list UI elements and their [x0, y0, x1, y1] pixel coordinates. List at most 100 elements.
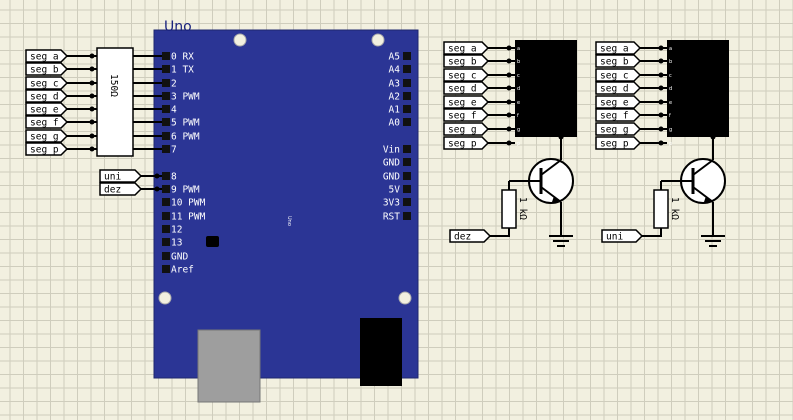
npn-transistor[interactable]: [680, 158, 726, 204]
board-pin-right[interactable]: A3: [389, 79, 411, 90]
net-label-disp2-seg_b[interactable]: seg_b: [595, 54, 642, 68]
arduino-uno-board[interactable]: Uno: [153, 29, 419, 403]
net-label-left-seg_p[interactable]: seg_p: [25, 142, 69, 156]
mount-hole: [158, 291, 172, 305]
net-label-left-seg_a[interactable]: seg_a: [25, 49, 69, 63]
net-label-disp2-seg_e[interactable]: seg_e: [595, 95, 642, 109]
net-label-left-seg_d[interactable]: seg_d: [25, 89, 69, 103]
net-label-disp2-seg_c[interactable]: seg_c: [595, 68, 642, 82]
board-pin-left[interactable]: 9 PWM: [162, 185, 200, 196]
net-label-uni[interactable]: uni: [99, 169, 143, 183]
net-label-text: seg_g: [30, 132, 59, 143]
board-pin-right[interactable]: A0: [389, 118, 411, 129]
base-resistor[interactable]: 1 kΩ: [653, 189, 680, 229]
board-pin-right[interactable]: RST: [383, 212, 411, 223]
board-pin-label: 11 PWM: [171, 212, 206, 223]
net-label-disp1-seg_d[interactable]: seg_d: [443, 81, 490, 95]
net-label-left-seg_f[interactable]: seg_f: [25, 115, 69, 129]
resistor-array[interactable]: 150Ω: [96, 47, 134, 157]
board-pin-label: 8: [171, 172, 177, 183]
board-pin-left[interactable]: Aref: [162, 265, 194, 276]
junction-dot: [506, 85, 512, 91]
board-pin-label: A0: [389, 118, 401, 129]
board-pin-left[interactable]: 6 PWM: [162, 132, 200, 143]
net-label-text: seg_f: [600, 111, 629, 122]
junction-dot: [154, 173, 160, 179]
board-pin-label: 2: [171, 79, 177, 90]
board-pin-left[interactable]: 1 TX: [162, 65, 194, 76]
net-label-disp1-seg_b[interactable]: seg_b: [443, 54, 490, 68]
board-pin-left[interactable]: 13: [162, 238, 182, 249]
base-resistor-label: 1 kΩ: [517, 197, 528, 220]
board-pin-left[interactable]: 5 PWM: [162, 118, 200, 129]
npn-transistor[interactable]: [528, 158, 574, 204]
board-pin-label: GND: [171, 252, 188, 263]
board-pin-left[interactable]: 0 RX: [162, 52, 194, 63]
base-resistor-label: 1 kΩ: [669, 197, 680, 220]
board-pin-right[interactable]: A4: [389, 65, 411, 76]
net-label-text: seg_e: [600, 98, 629, 109]
board-pin-left[interactable]: 8: [162, 172, 177, 183]
net-label-disp2-seg_f[interactable]: seg_f: [595, 108, 642, 122]
net-label-disp2-seg_p[interactable]: seg_p: [595, 136, 642, 150]
board-silkscreen: Uno: [286, 216, 292, 226]
board-pin-right[interactable]: A1: [389, 105, 411, 116]
net-label-disp1-dez[interactable]: dez: [449, 229, 492, 243]
net-label-disp2-seg_d[interactable]: seg_d: [595, 81, 642, 95]
net-label-text: seg_a: [30, 52, 59, 63]
board-pin-right[interactable]: A2: [389, 92, 411, 103]
net-label-disp2-seg_a[interactable]: seg_a: [595, 41, 642, 55]
net-label-left-seg_b[interactable]: seg_b: [25, 62, 69, 76]
board-pin-left[interactable]: 10 PWM: [162, 198, 206, 209]
display-pin-letter: c: [669, 73, 672, 79]
net-label-text: seg_p: [600, 139, 629, 150]
mount-hole: [398, 291, 412, 305]
board-pin-right[interactable]: GND: [383, 172, 411, 183]
board-pin-label: 5V: [389, 185, 401, 196]
net-label-text: seg_f: [30, 118, 59, 129]
display-pin-letter: p: [669, 141, 672, 147]
board-pin-right[interactable]: 3V3: [383, 198, 411, 209]
net-label-text: seg_b: [600, 57, 629, 68]
board-pin-left[interactable]: 7: [162, 145, 177, 156]
base-resistor[interactable]: 1 kΩ: [501, 189, 528, 229]
board-pin-label: A1: [389, 105, 401, 116]
board-pin-left[interactable]: GND: [162, 252, 188, 263]
board-pin-left[interactable]: 12: [162, 225, 182, 236]
board-pin-right[interactable]: GND: [383, 158, 411, 169]
net-label-text: seg_b: [448, 57, 477, 68]
junction-dot: [506, 72, 512, 78]
net-label-disp1-seg_e[interactable]: seg_e: [443, 95, 490, 109]
board-pin-left[interactable]: 11 PWM: [162, 212, 206, 223]
board-pin-right[interactable]: 5V: [389, 185, 411, 196]
net-label-left-seg_e[interactable]: seg_e: [25, 102, 69, 116]
junction-dot: [558, 134, 564, 140]
board-pin-label: 5 PWM: [171, 118, 200, 129]
junction-dot: [658, 112, 664, 118]
display-pin-letter: f: [517, 113, 519, 119]
net-label-disp1-seg_f[interactable]: seg_f: [443, 108, 490, 122]
net-label-left-seg_g[interactable]: seg_g: [25, 129, 69, 143]
board-pin-left[interactable]: 2: [162, 79, 177, 90]
net-label-text: dez: [104, 185, 121, 196]
junction-dot: [89, 106, 95, 112]
net-label-dez[interactable]: dez: [99, 182, 143, 196]
junction-dot: [89, 119, 95, 125]
net-label-disp1-seg_c[interactable]: seg_c: [443, 68, 490, 82]
net-label-disp2-uni[interactable]: uni: [601, 229, 644, 243]
net-label-disp1-seg_g[interactable]: seg_g: [443, 122, 490, 136]
net-label-disp1-seg_a[interactable]: seg_a: [443, 41, 490, 55]
net-label-left-seg_c[interactable]: seg_c: [25, 76, 69, 90]
net-label-disp2-seg_g[interactable]: seg_g: [595, 122, 642, 136]
board-pin-left[interactable]: 3 PWM: [162, 92, 200, 103]
net-label-disp1-seg_p[interactable]: seg_p: [443, 136, 490, 150]
junction-dot: [658, 58, 664, 64]
net-label-text: dez: [454, 232, 471, 243]
board-pin-right[interactable]: A5: [389, 52, 411, 63]
board-pin-left[interactable]: 4: [162, 105, 177, 116]
display-pin-letter: f: [669, 113, 671, 119]
board-pin-right[interactable]: Vin: [383, 145, 411, 156]
junction-dot: [506, 58, 512, 64]
